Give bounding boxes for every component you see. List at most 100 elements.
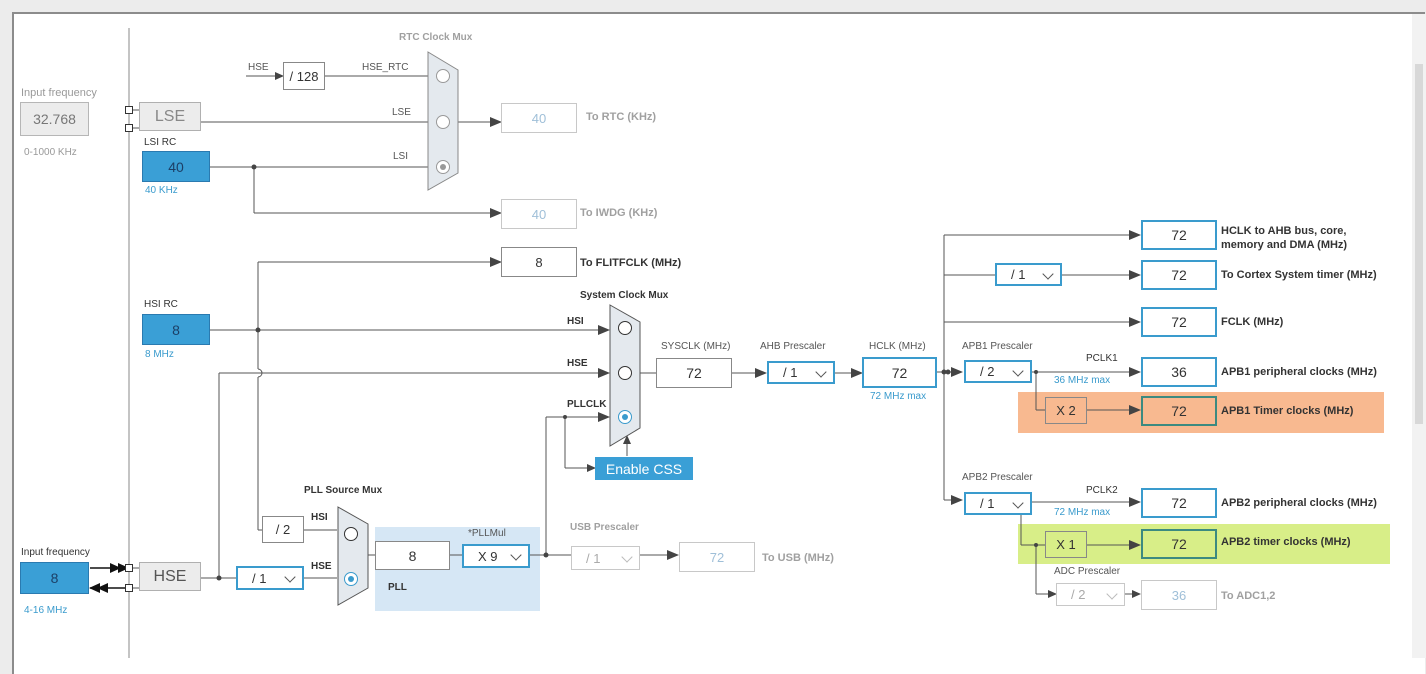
hsi-rc-value: 8 — [142, 314, 210, 345]
flitfclk-value: 8 — [501, 247, 577, 277]
apb2-peripheral-label: APB2 peripheral clocks (MHz) — [1221, 497, 1377, 509]
rtc-radio-hse[interactable] — [436, 69, 450, 83]
chevron-down-icon — [1106, 587, 1118, 600]
pll-src-hsi-label: HSI — [311, 512, 328, 523]
apb1-peripheral-label: APB1 peripheral clocks (MHz) — [1221, 366, 1377, 378]
cortex-timer-divider-value: / 1 — [1011, 267, 1026, 282]
chevron-down-icon — [1012, 364, 1024, 377]
hclk-value[interactable]: 72 — [862, 357, 937, 388]
fclk-value[interactable]: 72 — [1141, 307, 1217, 337]
to-usb-label: To USB (MHz) — [762, 552, 834, 564]
hse-block[interactable]: HSE — [139, 562, 201, 591]
ahb-prescaler-value: / 1 — [783, 365, 798, 380]
apb2-max: 72 MHz max — [1054, 507, 1111, 518]
apb1-timer-highlight — [1018, 392, 1384, 433]
sysclk-hsi-label: HSI — [567, 316, 584, 327]
sysclk-label: SYSCLK (MHz) — [661, 341, 731, 352]
sysclk-radio-pllclk[interactable] — [618, 410, 632, 424]
cortex-timer-value[interactable]: 72 — [1141, 260, 1217, 290]
hsi-label: HSI RC — [144, 299, 178, 310]
pll-mul-value: X 9 — [478, 548, 498, 564]
hse-input-frequency-label: Input frequency — [21, 547, 90, 558]
hsi-frequency: 8 MHz — [145, 349, 174, 360]
sysclk-radio-hse[interactable] — [618, 366, 632, 380]
apb2-prescaler-value: / 1 — [980, 496, 995, 511]
apb2-timer-value[interactable]: 72 — [1141, 529, 1217, 559]
fclk-label: FCLK (MHz) — [1221, 316, 1284, 328]
lse-input-frequency-label: Input frequency — [21, 87, 97, 99]
hse-pin-bottom — [125, 584, 133, 592]
hse-pin-top — [125, 564, 133, 572]
apb2-prescaler-select[interactable]: / 1 — [964, 492, 1032, 515]
rtc-hse-divider: / 128 — [283, 62, 325, 90]
usb-prescaler-select[interactable]: / 1 — [571, 546, 640, 570]
scrollbar-thumb[interactable] — [1415, 64, 1423, 424]
cortex-timer-label: To Cortex System timer (MHz) — [1221, 269, 1377, 281]
apb2-timer-multiplier: X 1 — [1045, 531, 1087, 558]
pll-src-radio-hse[interactable] — [344, 572, 358, 586]
pll-mul-label: *PLLMul — [468, 528, 506, 539]
rtc-lsi-label: LSI — [393, 151, 409, 162]
to-usb-value: 72 — [679, 542, 755, 572]
adc-prescaler-value: / 2 — [1071, 587, 1086, 602]
apb1-timer-label: APB1 Timer clocks (MHz) — [1221, 405, 1354, 417]
hse-prediv-value: / 1 — [252, 570, 267, 586]
chevron-down-icon — [284, 571, 296, 583]
adc-prescaler-select[interactable]: / 2 — [1056, 583, 1125, 606]
hse-rtc-label: HSE_RTC — [362, 62, 409, 73]
pll-label: PLL — [388, 582, 407, 593]
chevron-down-icon — [1012, 496, 1024, 509]
adc-prescaler-label: ADC Prescaler — [1054, 566, 1121, 577]
lse-pin-top — [125, 106, 133, 114]
sysclk-value: 72 — [656, 358, 732, 388]
hse-input-frequency[interactable]: 8 — [20, 562, 89, 594]
hse-frequency-range: 4-16 MHz — [24, 605, 68, 616]
enable-css-button[interactable]: Enable CSS — [595, 457, 693, 480]
vertical-scrollbar[interactable] — [1412, 14, 1426, 658]
flitfclk-label: To FLITFCLK (MHz) — [580, 257, 682, 269]
rtc-radio-lsi[interactable] — [436, 160, 450, 174]
pll-mul-select[interactable]: X 9 — [462, 544, 530, 568]
chevron-down-icon — [510, 549, 522, 561]
rtc-mux-title: RTC Clock Mux — [399, 32, 473, 43]
apb2-timer-label: APB2 timer clocks (MHz) — [1221, 536, 1351, 548]
pll-src-radio-hsi[interactable] — [344, 527, 358, 541]
to-iwdg-value: 40 — [501, 199, 577, 229]
sysclk-pllclk-label: PLLCLK — [567, 399, 607, 410]
ahb-prescaler-select[interactable]: / 1 — [767, 361, 835, 384]
apb1-timer-value[interactable]: 72 — [1141, 396, 1217, 426]
chevron-down-icon — [621, 551, 633, 563]
apb1-timer-multiplier: X 2 — [1045, 397, 1087, 424]
apb2-peripheral-value[interactable]: 72 — [1141, 488, 1217, 518]
to-rtc-value: 40 — [501, 103, 577, 133]
hse-prediv-select[interactable]: / 1 — [236, 566, 304, 590]
cortex-timer-divider-select[interactable]: / 1 — [995, 263, 1062, 286]
lse-input-frequency[interactable]: 32.768 — [20, 102, 89, 136]
to-iwdg-label: To IWDG (KHz) — [580, 207, 658, 219]
rtc-radio-lse[interactable] — [436, 115, 450, 129]
lse-block[interactable]: LSE — [139, 102, 201, 131]
pll-source-mux-title: PLL Source Mux — [304, 485, 383, 496]
hclk-label: HCLK (MHz) — [869, 341, 926, 352]
sysclk-mux-title: System Clock Mux — [580, 290, 669, 301]
lse-pin-bottom — [125, 124, 133, 132]
chevron-down-icon — [815, 365, 827, 378]
hclk-ahb-label-line2: memory and DMA (MHz) — [1221, 239, 1348, 251]
pclk2-label: PCLK2 — [1086, 485, 1118, 496]
lsi-rc-value: 40 — [142, 151, 210, 182]
usb-prescaler-value: / 1 — [586, 550, 601, 566]
sysclk-hse-label: HSE — [567, 358, 588, 369]
hclk-ahb-value[interactable]: 72 — [1141, 220, 1217, 250]
rtc-lse-label: LSE — [392, 107, 411, 118]
pll-src-hse-label: HSE — [311, 561, 332, 572]
apb1-prescaler-value: / 2 — [980, 364, 995, 379]
apb1-peripheral-value[interactable]: 36 — [1141, 357, 1217, 387]
pll-source-mux-shape — [337, 506, 369, 606]
sysclk-radio-hsi[interactable] — [618, 321, 632, 335]
rtc-hse-label: HSE — [248, 62, 269, 73]
pll-input-value: 8 — [375, 541, 450, 570]
lsi-label: LSI RC — [144, 137, 177, 148]
lse-frequency-range: 0-1000 KHz — [24, 147, 77, 158]
pclk1-label: PCLK1 — [1086, 353, 1118, 364]
apb1-prescaler-select[interactable]: / 2 — [964, 360, 1032, 383]
